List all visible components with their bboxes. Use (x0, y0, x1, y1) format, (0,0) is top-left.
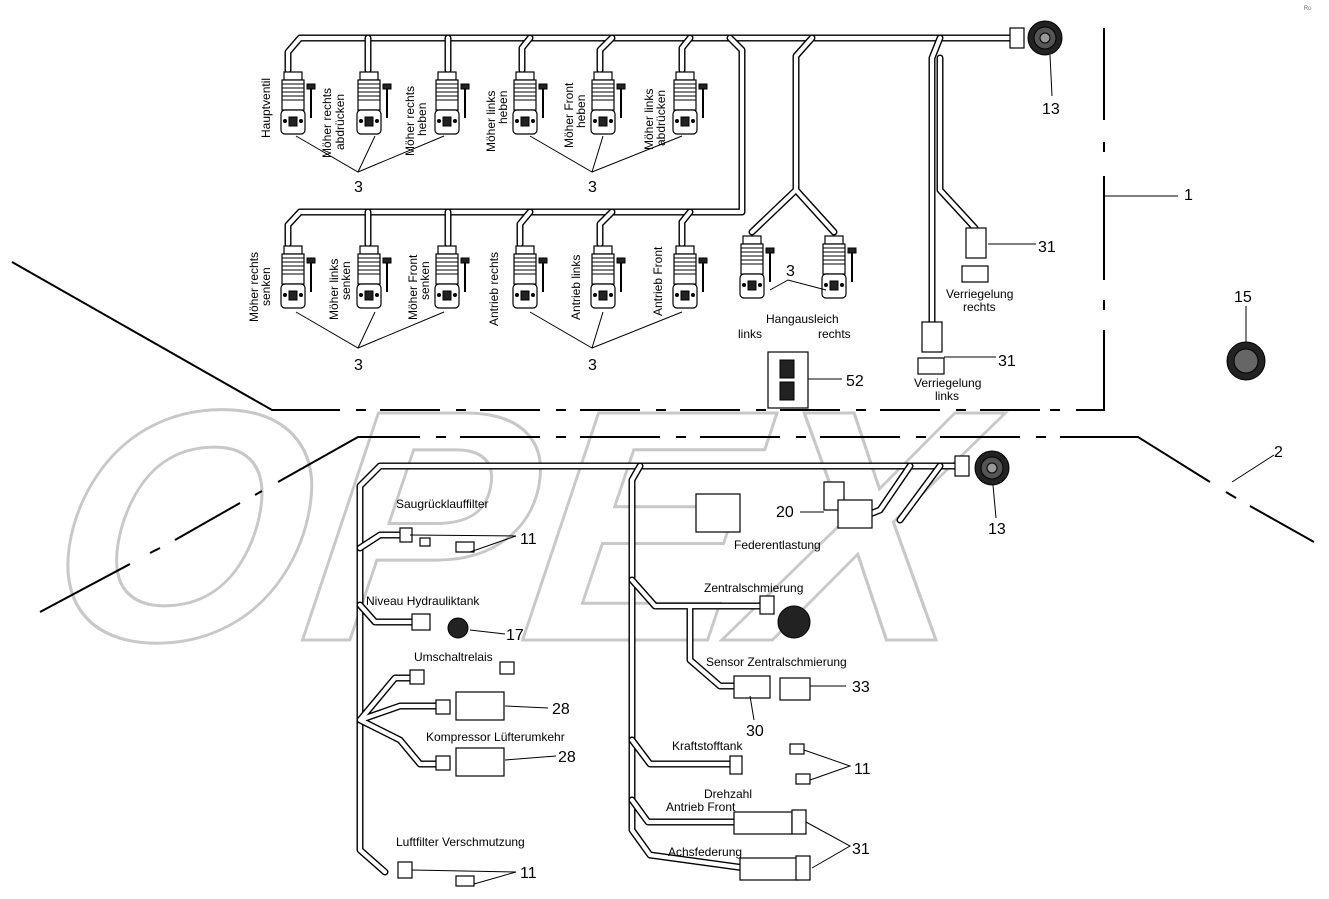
label-hang-rechts: rechts (818, 327, 851, 341)
section-2-boundary (39, 436, 1315, 613)
label-moeher-links-abdruecken-2: abdrücken (654, 90, 668, 146)
callout-31-b: 31 (998, 353, 1016, 370)
label-verriegelung-rechts-2: rechts (963, 300, 996, 314)
callout-3-e: 3 (786, 263, 795, 280)
label-hang-links: links (738, 327, 762, 341)
valve-hangausgleich-links (739, 235, 775, 299)
valve-moeher-rechts-abdruecken (356, 71, 392, 135)
main-connector-13-top (1027, 20, 1063, 56)
callout-3-b: 3 (588, 179, 597, 196)
valve-antrieb-links (590, 245, 626, 309)
label-moeher-rechts-abdruecken-1: Möher rechts (320, 88, 334, 158)
label-verriegelung-links-1: Verriegelung (914, 376, 981, 390)
label-hangausgleich: Hangausleich (766, 312, 839, 326)
label-drehzahl: Drehzahl (704, 787, 752, 801)
label-federentlastung: Federentlastung (734, 538, 821, 552)
label-saugruecklauffilter: Saugrücklauffilter (396, 497, 489, 511)
label-verriegelung-rechts-1: Verriegelung (946, 287, 1013, 301)
callout-20: 20 (776, 504, 794, 521)
top-valve-labels: Hauptventil Möher rechts abdrücken Möher… (259, 78, 668, 158)
label-antrieb-rechts: Antrieb rechts (487, 252, 501, 326)
label-moeher-front-heben-1: Möher Front (562, 82, 576, 148)
label-antrieb-front-sensor: Antrieb Front (666, 800, 736, 814)
callout-3-c: 3 (354, 357, 363, 374)
valve-moeher-front-senken (434, 245, 470, 309)
harness-2 (356, 450, 1010, 876)
callout-30: 30 (746, 723, 764, 740)
label-achsfederung: Achsfederung (668, 845, 742, 859)
callout-3-d: 3 (588, 357, 597, 374)
label-moeher-links-senken-1: Möher links (327, 259, 341, 320)
section-1-boundary (11, 28, 1105, 411)
label-moeher-front-senken-1: Möher Front (406, 254, 420, 320)
callout-11-b: 11 (854, 761, 871, 778)
label-kompressor-luefterumkehr: Kompressor Lüfterumkehr (426, 730, 565, 744)
label-antrieb-front: Antrieb Front (651, 246, 665, 316)
valve-moeher-rechts-senken (280, 245, 316, 309)
valve-hauptventil (280, 71, 316, 135)
bottom-components (397, 481, 873, 887)
callout-13-top: 13 (1042, 101, 1060, 118)
callout-33: 33 (852, 679, 870, 696)
callout-17: 17 (506, 627, 524, 644)
verriegelung-links-plug (917, 321, 945, 375)
label-moeher-front-heben-2: heben (574, 95, 588, 128)
valve-moeher-front-heben (590, 71, 626, 135)
callout-52: 52 (846, 373, 864, 390)
label-moeher-rechts-heben-2: heben (415, 103, 429, 136)
callout-31-c: 31 (852, 841, 870, 858)
label-umschaltrelais: Umschaltrelais (414, 650, 493, 664)
callout-2: 2 (1274, 444, 1283, 461)
valve-antrieb-rechts (512, 245, 548, 309)
label-moeher-links-senken-2: senken (339, 261, 353, 300)
valve-hangausgleich-rechts (821, 235, 857, 299)
corner-mark: ᴿᵒ (1304, 4, 1312, 14)
verriegelung-rechts-plug (961, 227, 989, 283)
callout-11-a: 11 (520, 531, 537, 548)
label-moeher-links-heben-2: heben (496, 91, 510, 124)
callout-31-a: 31 (1038, 239, 1056, 256)
label-zentralschmierung: Zentralschmierung (704, 581, 803, 595)
callout-28-a: 28 (552, 701, 570, 718)
valve-moeher-links-heben (512, 71, 548, 135)
callout-11-c: 11 (520, 865, 537, 882)
callout-15: 15 (1234, 289, 1252, 306)
callout-1: 1 (1184, 187, 1193, 204)
label-luftfilter-verschmutzung: Luftfilter Verschmutzung (396, 835, 525, 849)
label-hauptventil: Hauptventil (259, 78, 273, 138)
callout-numbers: 1 2 3 3 3 3 3 13 13 15 31 31 31 52 11 11… (354, 101, 1283, 882)
label-moeher-rechts-senken-1: Möher rechts (247, 252, 261, 322)
label-sensor-zentralschmierung: Sensor Zentralschmierung (706, 655, 847, 669)
valve-antrieb-front (672, 245, 708, 309)
label-verriegelung-links-2: links (935, 389, 959, 403)
connector-15 (1226, 306, 1266, 381)
valve-moeher-rechts-heben (434, 71, 470, 135)
main-connector-13-bottom (974, 450, 1010, 486)
harness-1 (284, 20, 1063, 329)
second-valve-labels: Möher rechts senken Möher links senken M… (247, 246, 1013, 403)
callout-28-b: 28 (558, 749, 576, 766)
label-moeher-rechts-abdruecken-2: abdrücken (333, 94, 347, 150)
callout-lines-bottom (409, 511, 852, 885)
callout-3-a: 3 (354, 179, 363, 196)
label-moeher-front-senken-2: senken (418, 261, 432, 300)
callout-13-bottom: 13 (988, 521, 1006, 538)
valve-moeher-links-senken (356, 245, 392, 309)
label-kraftstofftank: Kraftstofftank (672, 739, 743, 753)
label-moeher-links-abdruecken-1: Möher links (642, 89, 656, 150)
label-moeher-links-heben-1: Möher links (484, 91, 498, 152)
callout-lines-top (295, 135, 1178, 380)
label-moeher-rechts-heben-1: Möher rechts (403, 86, 417, 156)
valve-moeher-links-abdruecken (672, 71, 708, 135)
label-niveau-hydrauliktank: Niveau Hydrauliktank (366, 594, 480, 608)
relay-52 (767, 351, 809, 409)
bottom-labels: Saugrücklauffilter Niveau Hydrauliktank … (366, 497, 847, 859)
label-moeher-rechts-senken-2: senken (259, 267, 273, 306)
label-antrieb-links: Antrieb links (569, 255, 583, 320)
